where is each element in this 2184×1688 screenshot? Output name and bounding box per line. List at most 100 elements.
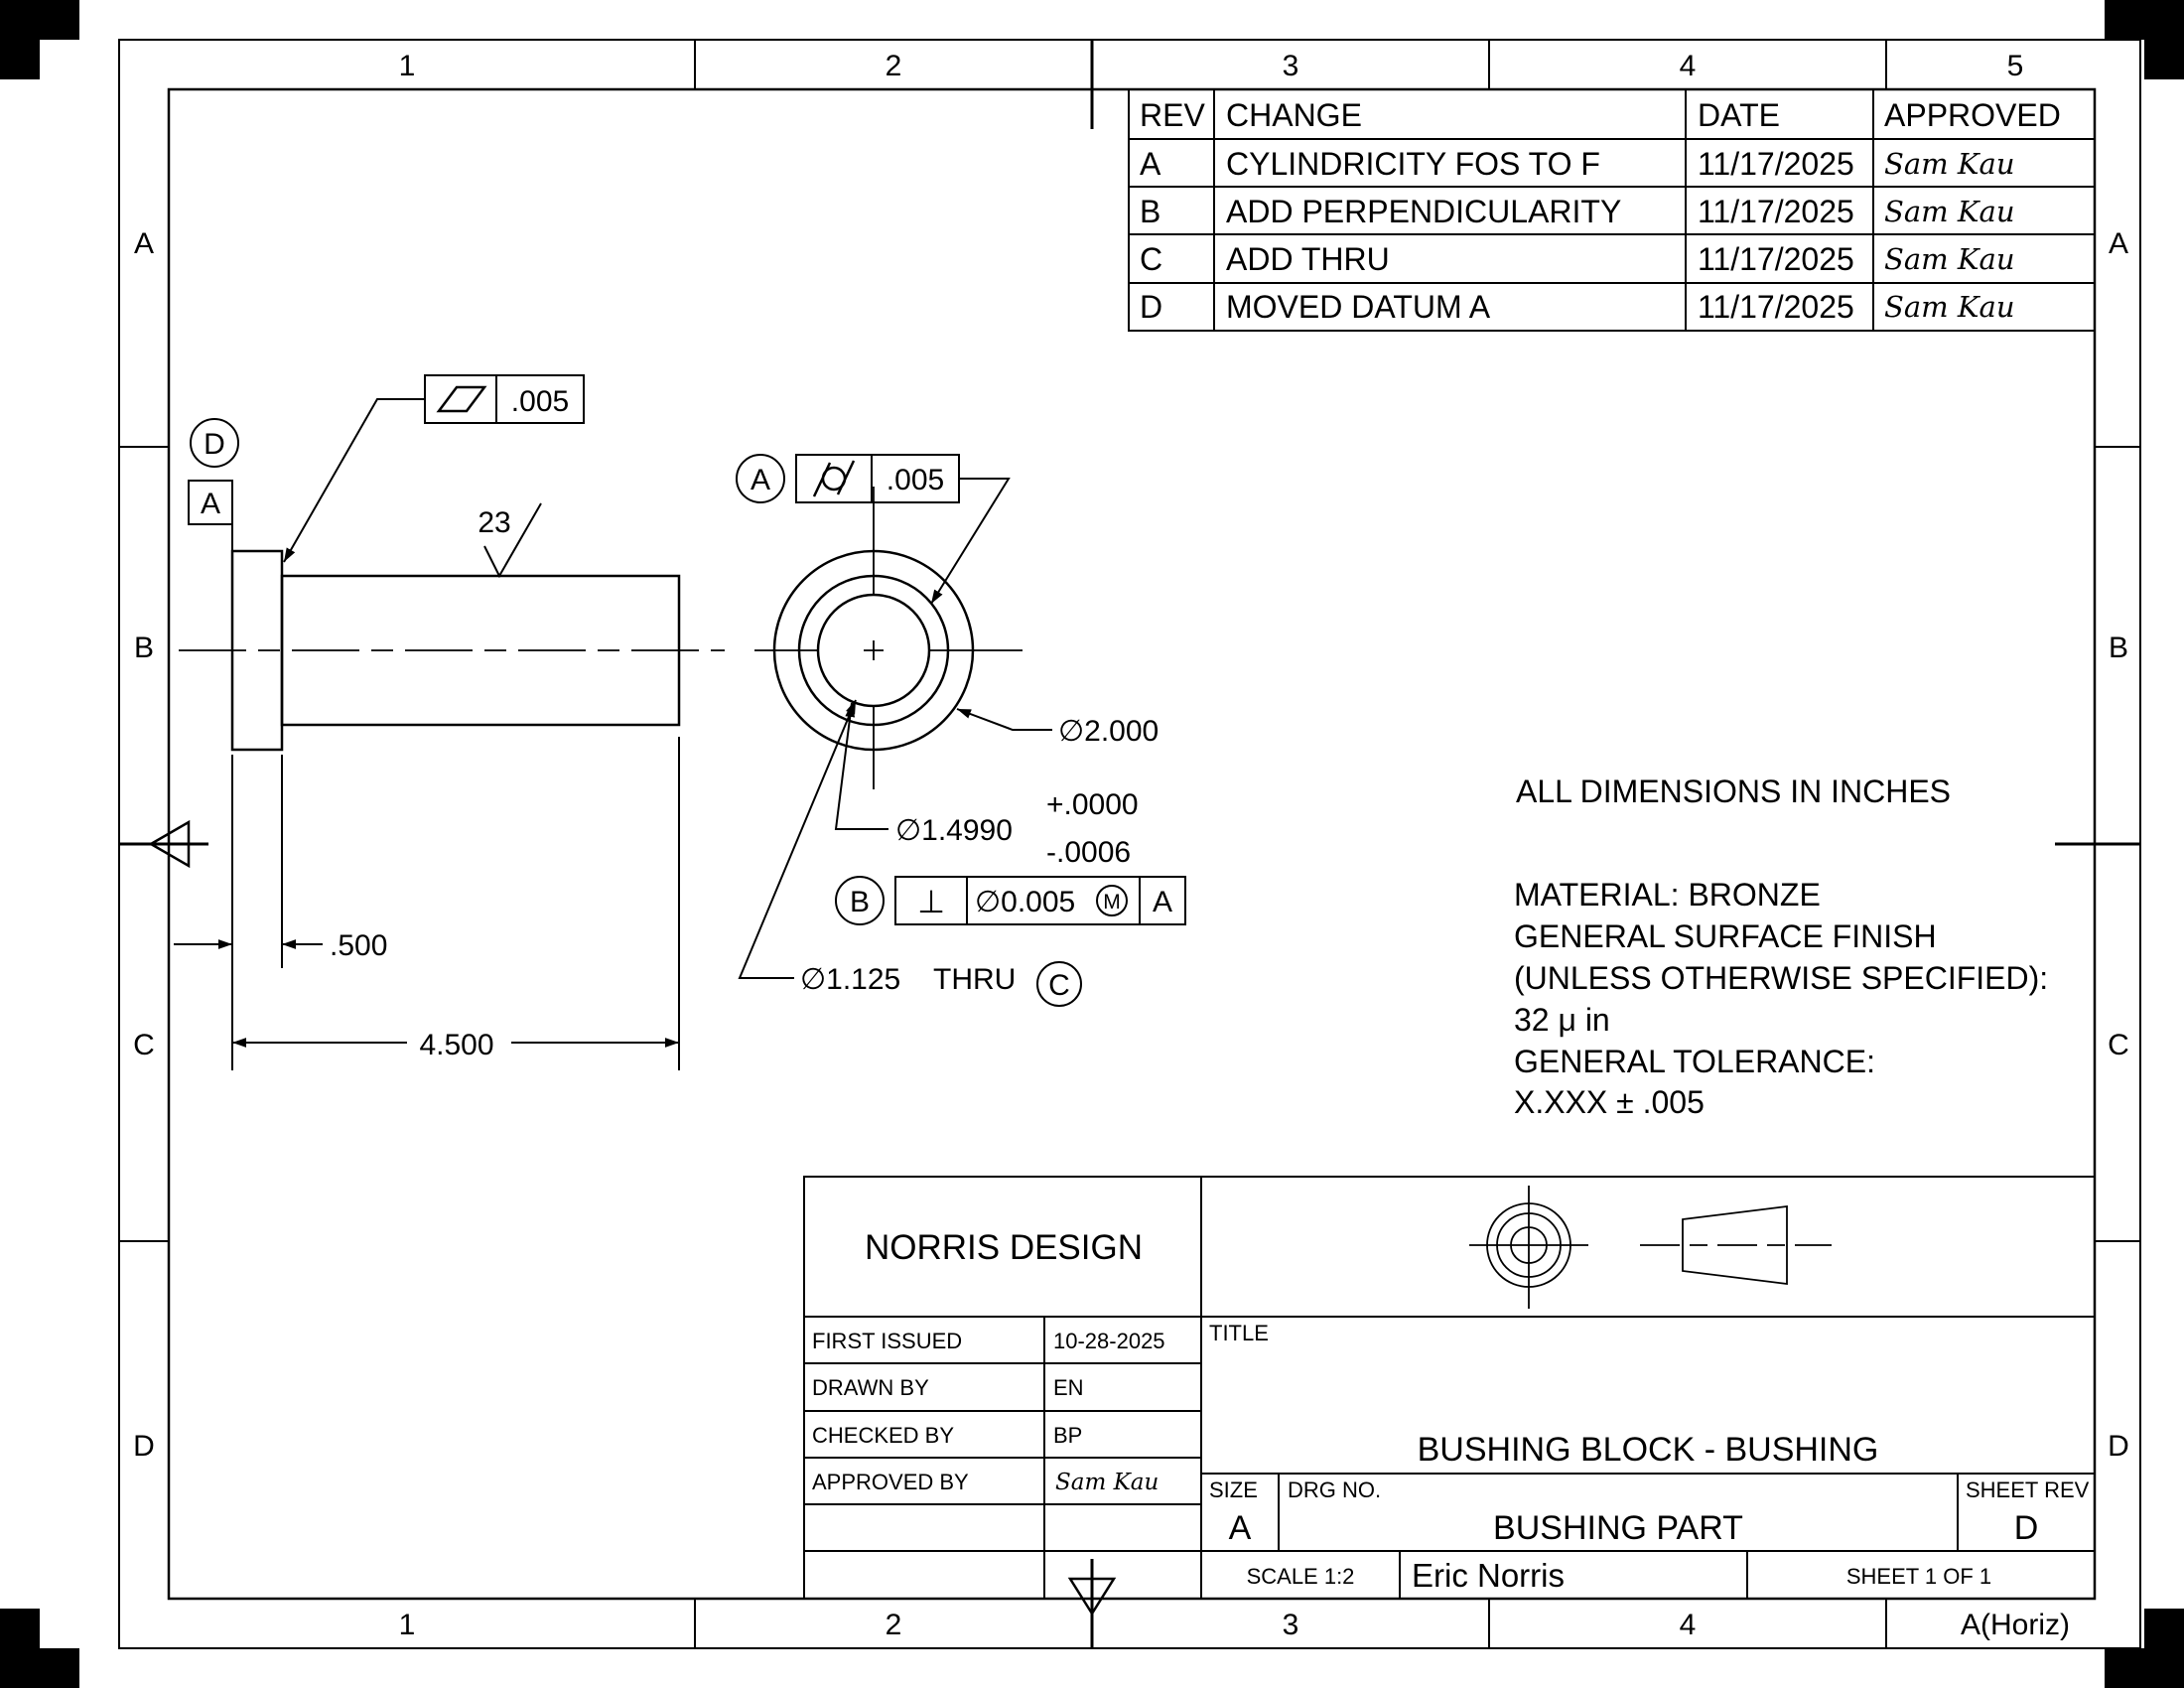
zone-row-d-right: D <box>2108 1430 2129 1463</box>
zone-row-a-right: A <box>2109 227 2128 260</box>
sheet-size-value: A <box>1229 1509 1252 1547</box>
datum-bubble-a <box>736 454 785 503</box>
rev-row-b-rev: B <box>1140 194 1160 229</box>
scale-label: SCALE 1:2 <box>1247 1564 1355 1589</box>
hole-leader <box>738 699 857 979</box>
note-finish-line-1: GENERAL SURFACE FINISH <box>1514 918 1937 954</box>
zone-col-1-bottom: 1 <box>399 1609 416 1641</box>
datum-bubble-a-label: A <box>751 464 770 496</box>
rev-row-d-change: MOVED DATUM A <box>1226 289 1491 325</box>
rev-row-d-date: 11/17/2025 <box>1698 289 1854 325</box>
zone-row-b-left: B <box>134 632 154 664</box>
company-name: NORRIS DESIGN <box>865 1228 1143 1267</box>
rev-row-c-rev: C <box>1140 241 1162 277</box>
general-notes: ALL DIMENSIONS IN INCHES MATERIAL: BRONZ… <box>1514 774 2048 1120</box>
rev-row-a-change: CYLINDRICITY FOS TO F <box>1226 146 1600 182</box>
perpendicularity-datum: A <box>1153 886 1172 918</box>
rev-row-b-signature: Sam Kau <box>1884 195 2015 228</box>
note-tolerance-line-2: X.XXX ± .005 <box>1514 1084 1705 1120</box>
zone-col-1-top: 1 <box>399 50 416 82</box>
note-material: MATERIAL: BRONZE <box>1514 877 1821 913</box>
dimension-flange-width <box>174 755 323 1070</box>
drawn-by-label: DRAWN BY <box>812 1375 929 1400</box>
rev-row-a-date: 11/17/2025 <box>1698 146 1854 182</box>
datum-bubble-b-label: B <box>850 886 870 918</box>
hole-thru-label: THRU <box>933 963 1016 996</box>
zone-row-c-left: C <box>133 1029 155 1061</box>
author-name: Eric Norris <box>1412 1557 1565 1594</box>
outer-diameter-leader <box>956 708 1052 731</box>
zone-row-b-right: B <box>2109 632 2128 664</box>
cylindricity-value: .005 <box>887 464 944 496</box>
rev-row-a-rev: A <box>1140 146 1161 182</box>
zone-col-3-top: 3 <box>1283 50 1299 82</box>
rev-row-c-date: 11/17/2025 <box>1698 241 1854 277</box>
hole-diameter-value: ∅1.125 <box>800 963 900 996</box>
end-centerlines <box>754 487 1023 789</box>
flatness-value: .005 <box>511 385 569 418</box>
bore-tolerance-minus: -.0006 <box>1046 836 1131 869</box>
bore-diameter-value: ∅1.4990 <box>895 814 1013 847</box>
zone-row-d-left: D <box>133 1430 155 1463</box>
rev-row-d-rev: D <box>1140 289 1162 325</box>
note-units: ALL DIMENSIONS IN INCHES <box>1516 774 1951 809</box>
checked-by-label: CHECKED BY <box>812 1423 954 1448</box>
title-block: NORRIS DESIGN FIRST ISSUED 10-28-2025 DR… <box>803 1176 2096 1617</box>
cylindricity-icon <box>812 460 856 497</box>
zone-col-5-top: 5 <box>2007 50 2024 82</box>
zone-col-4-bottom: 4 <box>1680 1609 1697 1641</box>
zone-col-2-bottom: 2 <box>886 1609 902 1641</box>
size-label: SIZE <box>1209 1477 1258 1502</box>
datum-bubble-b <box>835 876 885 925</box>
side-view: D A .005 23 .500 4 <box>174 374 725 1070</box>
flatness-fcf: .005 <box>283 374 585 563</box>
flange-width-value: .500 <box>330 929 387 962</box>
sheet-rev-label: SHEET REV <box>1966 1477 2090 1502</box>
rev-row-b-date: 11/17/2025 <box>1698 194 1854 229</box>
zone-size-orientation: A(Horiz) <box>1961 1609 2070 1641</box>
rev-row-b-change: ADD PERPENDICULARITY <box>1226 194 1621 229</box>
rev-header-date: DATE <box>1698 97 1780 133</box>
cylindricity-fcf: .005 <box>795 454 1011 605</box>
rev-header-rev: REV <box>1140 97 1205 133</box>
zone-labels: 1 2 3 4 5 1 2 3 4 A(Horiz) A B C D A B C… <box>133 50 2129 1641</box>
zone-col-2-top: 2 <box>886 50 902 82</box>
perpendicularity-icon: ⊥ <box>917 884 945 919</box>
datum-bubble-c <box>1036 961 1082 1007</box>
datum-a-box <box>188 480 233 525</box>
surface-finish-symbol: 23 <box>478 502 542 579</box>
flatness-icon <box>436 385 487 413</box>
bore-tolerance-plus: +.0000 <box>1046 788 1139 821</box>
centering-arrow-bottom <box>1067 1577 1117 1617</box>
sheet-rev-value: D <box>2014 1509 2039 1547</box>
dimension-overall-length <box>232 737 680 1070</box>
sheet-number: SHEET 1 OF 1 <box>1846 1564 1991 1589</box>
note-finish-line-3: 32 μ in <box>1514 1002 1610 1038</box>
third-angle-projection-icon <box>1469 1186 1832 1309</box>
drawing-title: BUSHING BLOCK - BUSHING <box>1418 1431 1879 1469</box>
datum-a-label: A <box>201 488 220 520</box>
mmc-modifier-icon <box>1096 885 1128 916</box>
drawing-number: BUSHING PART <box>1493 1509 1743 1547</box>
rev-row-c-signature: Sam Kau <box>1884 242 2015 276</box>
surface-finish-value: 23 <box>478 506 510 539</box>
outer-diameter-value: ∅2.000 <box>1058 715 1159 748</box>
note-tolerance-line-1: GENERAL TOLERANCE: <box>1514 1044 1875 1079</box>
first-issued-value: 10-28-2025 <box>1053 1329 1165 1353</box>
zone-col-3-bottom: 3 <box>1283 1609 1299 1641</box>
approved-by-signature: Sam Kau <box>1055 1470 1159 1495</box>
perpendicularity-fcf: ⊥ ∅0.005 M A <box>894 876 1186 925</box>
zone-row-a-left: A <box>134 227 154 260</box>
datum-bubble-d <box>190 418 239 468</box>
datum-bubble-c-label: C <box>1048 969 1070 1002</box>
overall-length-value: 4.500 <box>419 1029 493 1061</box>
bore-diameter-leader <box>834 702 888 830</box>
zone-row-c-right: C <box>2108 1029 2129 1061</box>
checked-by-value: BP <box>1053 1423 1082 1448</box>
approved-by-label: APPROVED BY <box>812 1470 969 1494</box>
zone-col-4-top: 4 <box>1680 50 1697 82</box>
perpendicularity-tolerance: ∅0.005 <box>975 886 1075 918</box>
first-issued-label: FIRST ISSUED <box>812 1329 962 1353</box>
